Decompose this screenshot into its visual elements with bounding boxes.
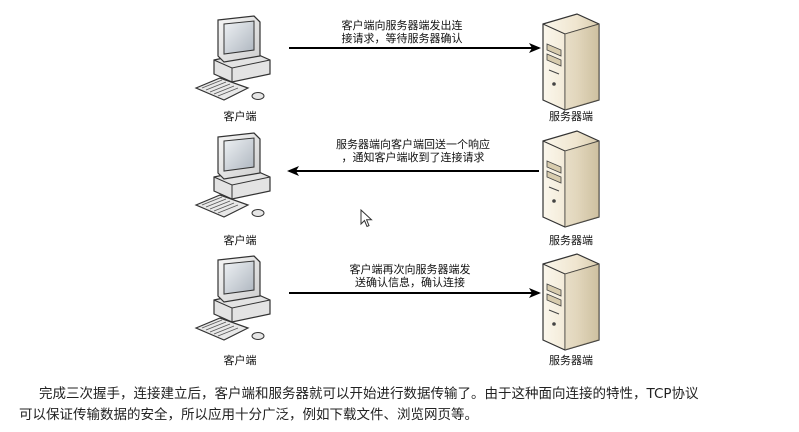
description-line-1: 完成三次握手，连接建立后，客户端和服务器就可以开始进行数据传输了。由于这种面向连…	[39, 386, 699, 402]
step-2-message-line1: 服务器端向客户端回送一个响应	[336, 138, 490, 151]
step-1-message: 客户端向服务器端发出连 接请求，等待服务器确认	[318, 19, 486, 45]
client-computer-icon-2	[195, 132, 271, 218]
server-icon-2	[542, 130, 600, 228]
step-3-message-line1: 客户端再次向服务器端发	[349, 263, 471, 276]
server-label-2: 服务器端	[549, 234, 593, 247]
client-computer-icon-3	[195, 255, 271, 341]
description-paragraph: 完成三次握手，连接建立后，客户端和服务器就可以开始进行数据传输了。由于这种面向连…	[19, 384, 789, 426]
mouse-cursor-icon	[360, 209, 373, 228]
step-2-message-line2: ，通知客户端收到了连接请求	[341, 151, 485, 164]
step-1-message-line2: 接请求，等待服务器确认	[341, 32, 463, 45]
handshake-diagram	[195, 13, 600, 351]
client-label-2: 客户端	[223, 234, 257, 247]
description-line-2: 可以保证传输数据的安全，所以应用十分广泛，例如下载文件、浏览网页等。	[19, 407, 478, 423]
step-3-message-line2: 送确认信息，确认连接	[355, 276, 465, 289]
client-computer-icon-1	[195, 15, 271, 101]
server-icon-3	[542, 253, 600, 351]
server-label-1: 服务器端	[549, 110, 593, 123]
step-3-message: 客户端再次向服务器端发 送确认信息，确认连接	[330, 263, 490, 289]
client-label-3: 客户端	[223, 354, 257, 367]
client-label-1: 客户端	[223, 110, 257, 123]
server-label-3: 服务器端	[549, 354, 593, 367]
step-2-message: 服务器端向客户端回送一个响应 ，通知客户端收到了连接请求	[318, 138, 508, 164]
step-1-message-line1: 客户端向服务器端发出连	[341, 19, 463, 32]
server-icon-1	[542, 13, 600, 111]
